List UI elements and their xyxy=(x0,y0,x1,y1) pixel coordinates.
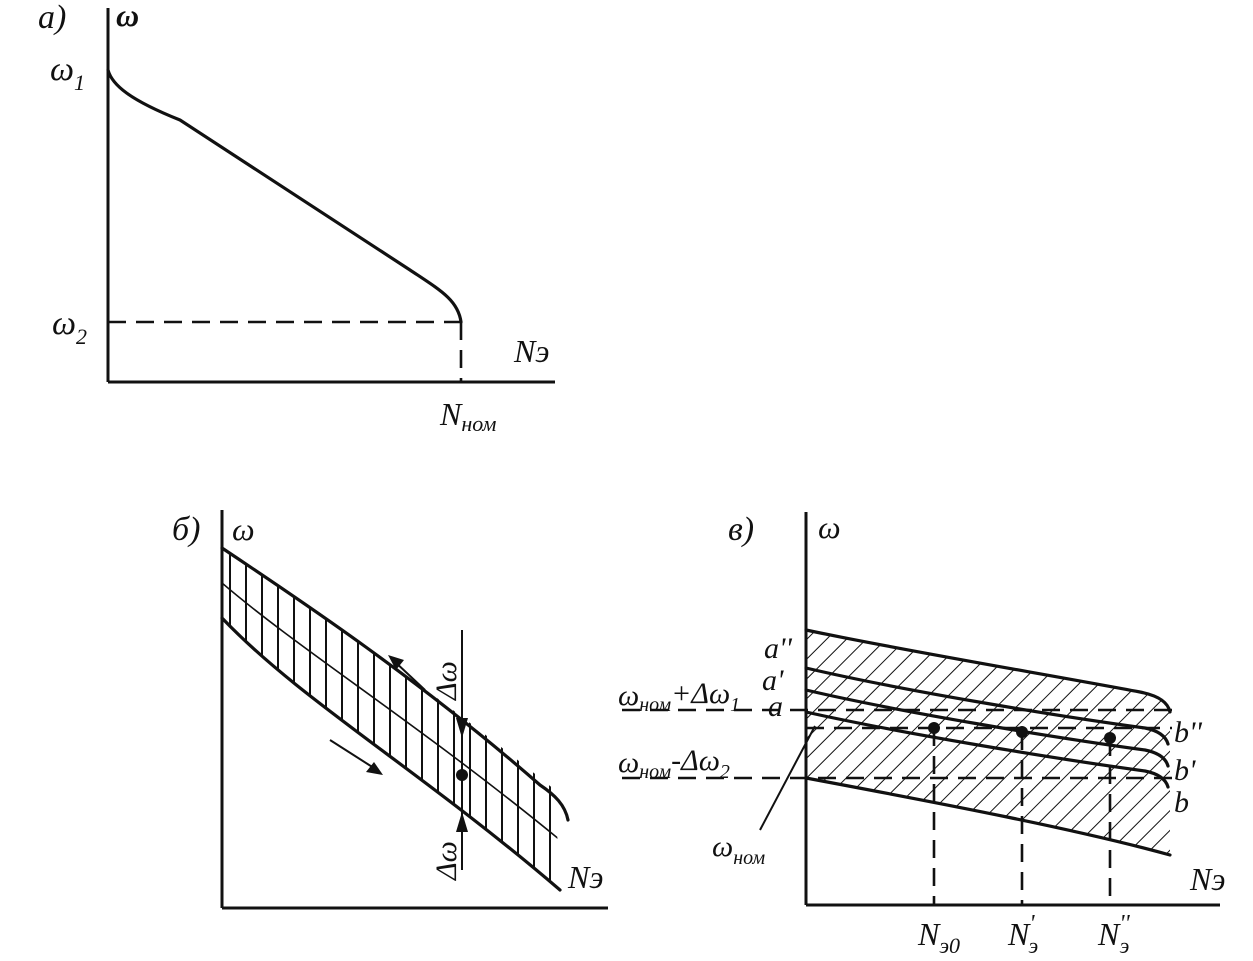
panel-b-upper-curve xyxy=(220,546,570,822)
panel-b-operating-point xyxy=(456,769,468,781)
panel-b-tag: б) xyxy=(172,511,200,548)
panel-v-nominal-leader xyxy=(759,725,816,831)
panel-v-y-axis-label: ω xyxy=(818,509,841,545)
panel-a-y-axis-label: ω xyxy=(116,0,139,33)
delta-omega-upper: Δω xyxy=(430,661,463,701)
panel-b-arrow-down-head xyxy=(366,762,383,775)
band-mid-guide xyxy=(222,582,560,841)
panel-a-speed-curve xyxy=(106,68,463,324)
panel-b-band-grid xyxy=(222,548,560,890)
omega2-label: ω2 xyxy=(52,305,87,349)
panel-b-arrow-up-head xyxy=(388,655,404,670)
curve-label-b2: b'' xyxy=(1174,716,1202,749)
n-nom-label: Nном xyxy=(439,396,496,436)
panel-b-up-arrowhead xyxy=(456,812,468,832)
curve-label-a1: a' xyxy=(762,664,784,697)
panel-b-arrow-down-shaft xyxy=(329,739,378,771)
tick-n30-label: Nэ0 xyxy=(917,916,960,958)
panel-b-x-axis-label: Nэ xyxy=(567,859,603,895)
panel-v-tag: в) xyxy=(728,511,754,548)
panel-v-curve-a2 xyxy=(804,666,1170,746)
panel-v-point-n30 xyxy=(928,722,940,734)
nominal-label: ωном xyxy=(712,830,765,869)
panel-b-lower-curve xyxy=(220,616,562,892)
panel-a: a) ω ω1 ω2 Nэ Nном xyxy=(38,0,555,436)
panel-v-upper-envelope xyxy=(804,628,1172,714)
panel-v-x-axis-label: Nэ xyxy=(1189,861,1225,897)
tick-n1-label: N'э xyxy=(1007,911,1038,958)
panel-b-down-arrowhead xyxy=(456,718,468,738)
curve-label-a2: a'' xyxy=(764,632,792,665)
panel-a-x-axis-label: Nэ xyxy=(513,333,549,369)
panel-v-lower-envelope xyxy=(804,776,1172,857)
panel-b-y-axis-label: ω xyxy=(232,511,255,547)
panel-v-point-n2 xyxy=(1104,732,1116,744)
panel-v-point-n1 xyxy=(1016,726,1028,738)
delta-omega-lower: Δω xyxy=(430,841,463,881)
panel-b: б) ω Δω Δω Nэ xyxy=(172,510,608,910)
curve-label-b1: b' xyxy=(1174,754,1196,787)
panel-a-tag: a) xyxy=(38,0,66,36)
tick-n2-label: N''э xyxy=(1097,911,1130,958)
curve-label-a: a xyxy=(768,690,783,723)
panel-v-curve-a1 xyxy=(804,688,1170,768)
curve-label-b: b xyxy=(1174,786,1189,819)
omega1-label: ω1 xyxy=(50,51,85,95)
panel-v: в) ω ωном+Δω1 ωном-Δω2 ωном a'' a' a xyxy=(618,509,1225,958)
lower-limit-label: ωном-Δω2 xyxy=(618,744,730,783)
upper-limit-label: ωном+Δω1 xyxy=(618,677,740,716)
